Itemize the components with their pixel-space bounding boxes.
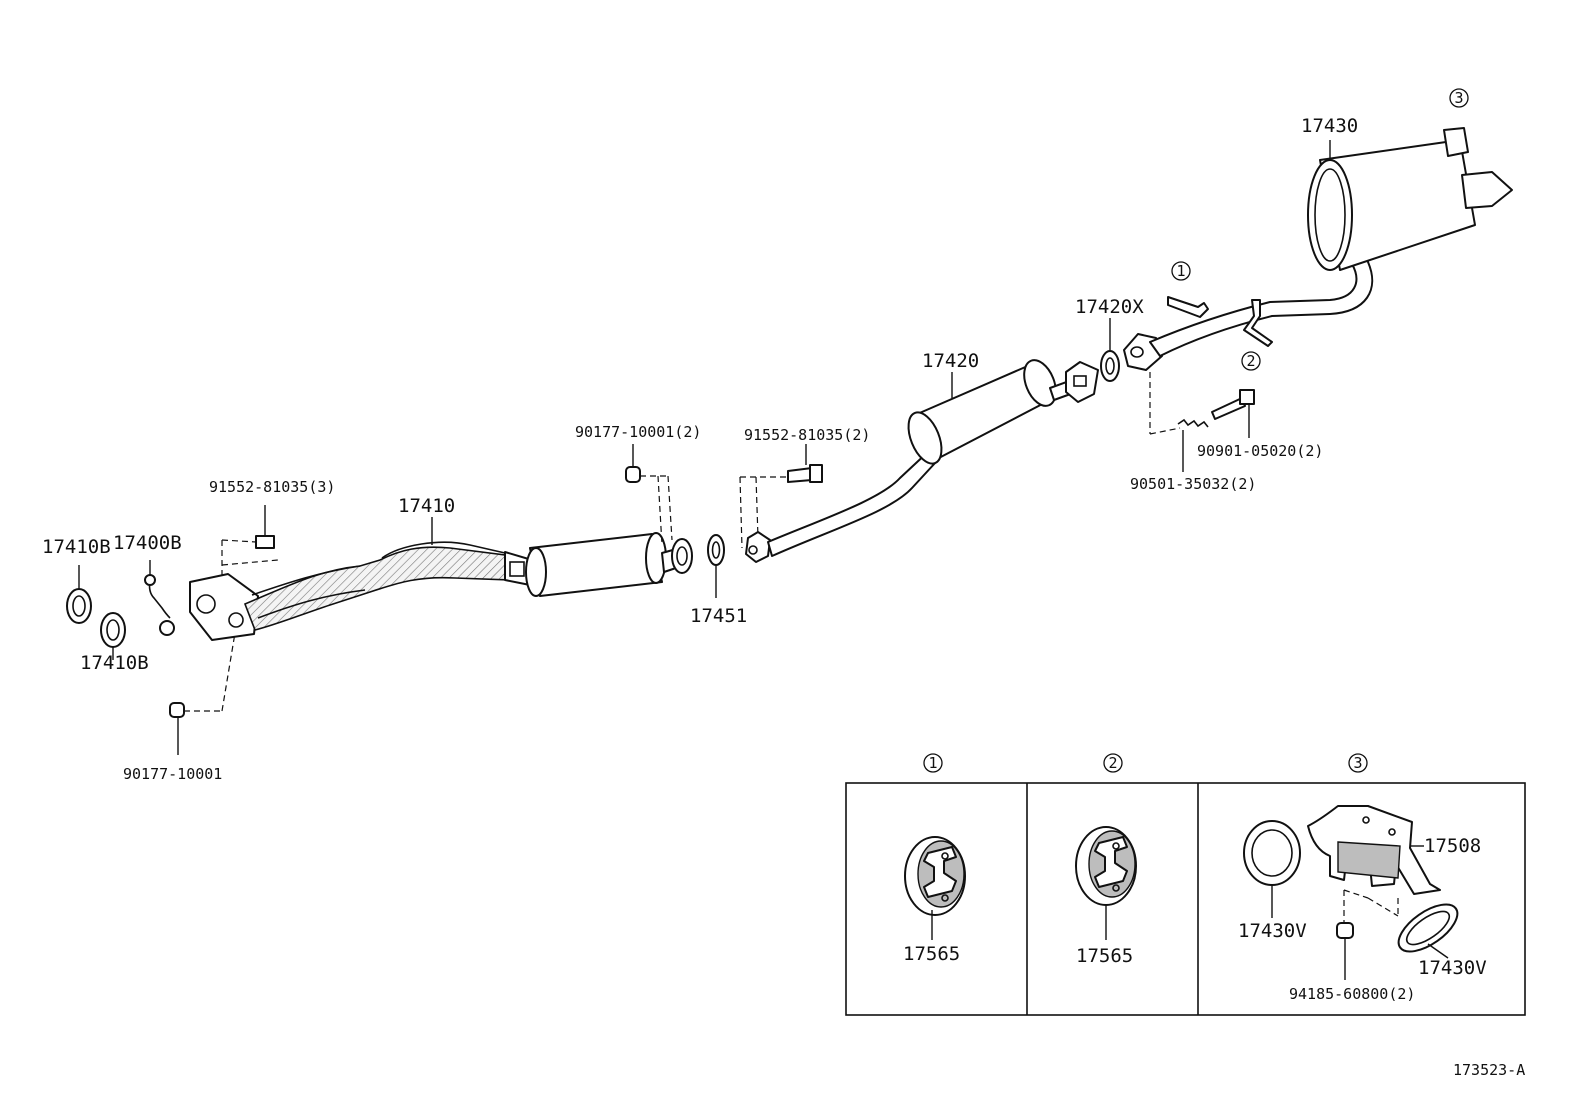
bolt-91552-81035-3 [221,505,279,585]
svg-text:3: 3 [1454,89,1463,107]
label-90501-35032-2: 90501-35032(2) [1130,475,1256,493]
center-pipe-17420 [745,359,1099,563]
label-17430v-left: 17430V [1238,920,1307,942]
marker-1: 1 [1171,261,1191,281]
hanger-17565-b [1075,826,1137,940]
svg-text:1: 1 [928,754,937,772]
detail-box [845,782,1526,1016]
bracket-17508 [1307,805,1441,925]
label-17420x: 17420X [1075,296,1144,318]
front-pipe-17410 [189,517,533,641]
label-17565-a: 17565 [903,943,960,965]
catalytic-converter [525,532,693,597]
label-17430v-right: 17430V [1418,957,1487,979]
nut-90177-10001-2 [625,444,673,546]
label-17565-b: 17565 [1076,945,1133,967]
svg-text:2: 2 [1246,352,1255,370]
gasket-17420x [1100,318,1120,382]
gasket-17430v-right [1397,903,1459,959]
label-17420: 17420 [922,350,979,372]
sensor-17400b [144,560,175,636]
spring-90501 [1149,372,1209,472]
label-17400b: 17400B [113,532,182,554]
box-marker-2: 2 [1103,753,1123,773]
label-17410b-bottom: 17410B [80,652,149,674]
gasket-17410b-top [66,565,92,624]
figure-code: 173523-A [1453,1061,1525,1079]
gasket-17451 [707,534,725,598]
gasket-17430v-left [1243,820,1301,918]
marker-3: 3 [1449,88,1469,108]
label-90177-10001-2: 90177-10001(2) [575,423,701,441]
tail-pipe-17430 [1123,127,1513,371]
bolt-90901 [1211,389,1255,438]
label-90177-10001: 90177-10001 [123,765,222,783]
box-marker-3: 3 [1348,753,1368,773]
svg-text:1: 1 [1176,262,1185,280]
label-94185-60800-2: 94185-60800(2) [1289,985,1415,1003]
nut-94185-60800 [1336,922,1354,980]
label-90901-05020-2: 90901-05020(2) [1197,442,1323,460]
label-17451: 17451 [690,605,747,627]
label-91552-81035-2: 91552-81035(2) [744,426,870,444]
label-17508: 17508 [1424,835,1481,857]
label-91552-81035-3: 91552-81035(3) [209,478,335,496]
svg-text:3: 3 [1353,754,1362,772]
label-17410b-top: 17410B [42,536,111,558]
gasket-17410b-bottom [100,612,126,660]
svg-text:2: 2 [1108,754,1117,772]
hanger-17565-a [904,836,966,940]
bolt-91552-81035-2 [739,444,823,549]
box-marker-1: 1 [923,753,943,773]
label-17410: 17410 [398,495,455,517]
label-17430: 17430 [1301,115,1358,137]
marker-2: 2 [1241,351,1261,371]
